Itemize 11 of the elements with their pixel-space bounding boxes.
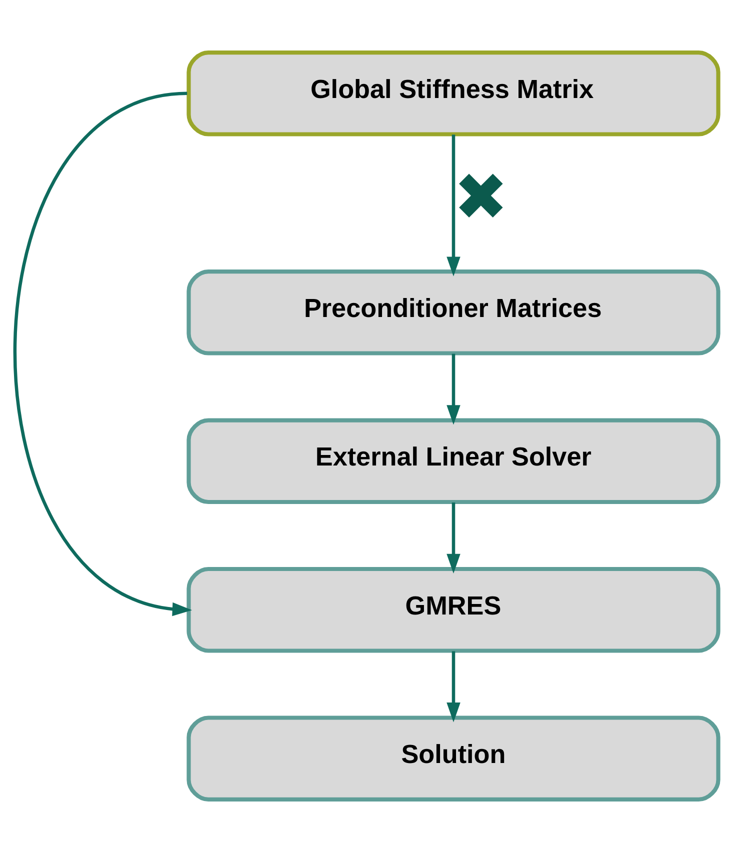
edge-label: ✖ [454,160,508,234]
node-box: GMRES [186,566,720,653]
node-box: Preconditioner Matrices [186,270,720,356]
node-box: External Linear Solver [186,418,720,504]
node-box: Solution [186,716,720,802]
arrow [446,134,460,276]
arrow [446,651,460,722]
arrow [14,92,192,616]
node-box: Global Stiffness Matrix [186,50,720,136]
arrow [446,502,460,574]
arrow [446,354,460,425]
